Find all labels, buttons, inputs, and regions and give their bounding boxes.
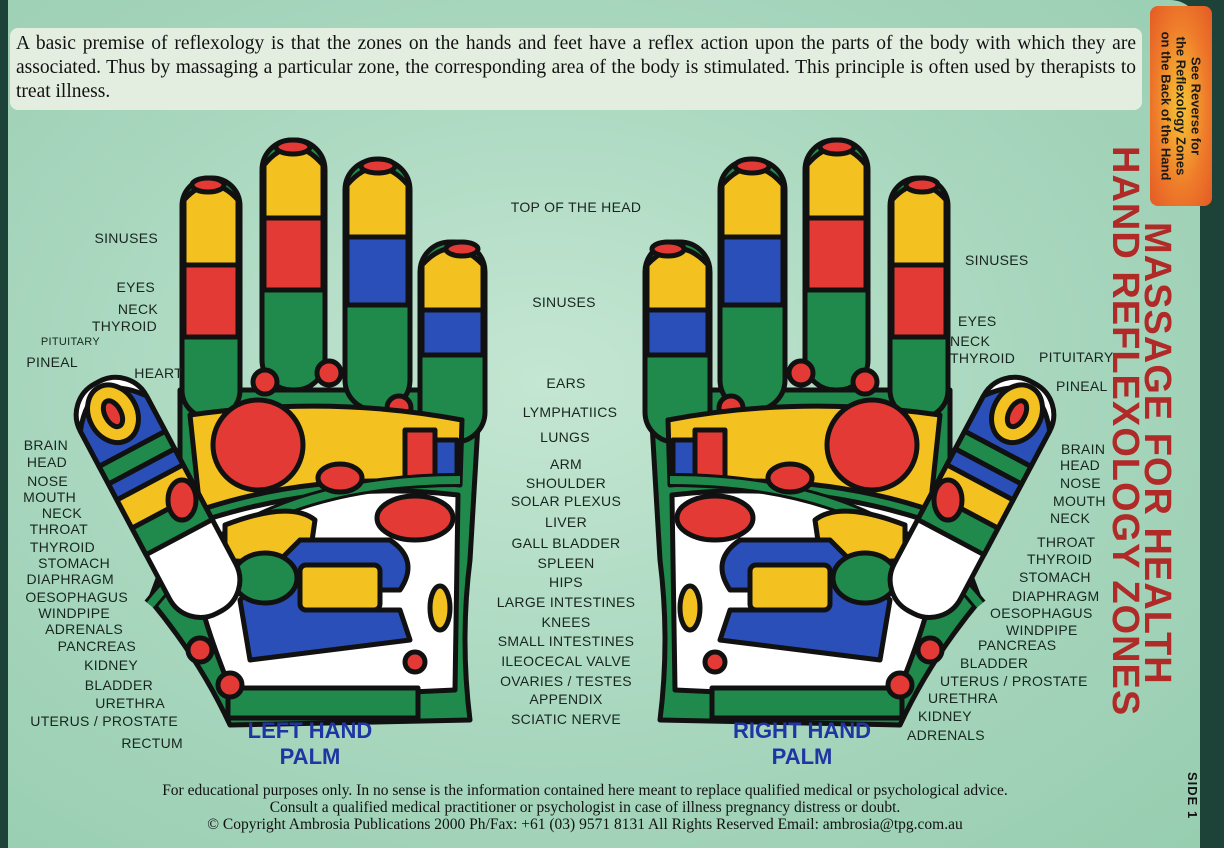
left-zone-label: HEART — [134, 365, 183, 381]
caption-line: LEFT HAND — [247, 718, 373, 743]
left-zone-label: ADRENALS — [45, 621, 123, 637]
center-zone-label: LARGE INTESTINES — [496, 594, 636, 610]
left-zone-label: MOUTH — [23, 489, 76, 505]
right-zone-label: KIDNEY — [918, 708, 972, 724]
right-zone-label: BLADDER — [960, 655, 1029, 671]
right-zone-label: NECK — [950, 333, 991, 349]
right-zone-label: NOSE — [1060, 475, 1101, 491]
left-zone-label: URETHRA — [95, 695, 165, 711]
left-zone-label: EYES — [116, 279, 155, 295]
footer-disclaimer: For educational purposes only. In no sen… — [40, 782, 1130, 833]
right-zone-label: STOMACH — [1019, 569, 1091, 585]
left-zone-label: THROAT — [29, 521, 88, 537]
center-zone-label: EARS — [546, 375, 586, 391]
left-zone-label: HEAD — [26, 454, 67, 470]
center-zone-label: SPLEEN — [537, 555, 595, 571]
right-zone-label: URETHRA — [928, 690, 998, 706]
right-zone-label: HEAD — [1060, 457, 1101, 473]
left-zone-label: NECK — [117, 301, 158, 317]
right-zone-label: PITUITARY — [1039, 349, 1114, 365]
left-zone-label: UTERUS / PROSTATE — [30, 713, 178, 729]
footer-line: Consult a qualified medical practitioner… — [269, 799, 901, 816]
footer-line: © Copyright Ambrosia Publications 2000 P… — [207, 816, 963, 833]
left-zone-label: THYROID — [29, 539, 95, 555]
right-zone-label: UTERUS / PROSTATE — [940, 673, 1088, 689]
right-zone-label: THROAT — [1037, 534, 1096, 550]
center-zone-label: ARM — [549, 456, 583, 472]
left-zone-label: PINEAL — [26, 354, 78, 370]
reverse-side-note: See Reverse for the Reflexology Zones on… — [1150, 6, 1212, 206]
right-zone-label: THYROID — [950, 350, 1016, 366]
left-zone-label: SINUSES — [94, 230, 158, 246]
center-zone-label: SOLAR PLEXUS — [510, 493, 622, 509]
right-zone-label: WINDPIPE — [1006, 622, 1078, 638]
left-zone-label: OESOPHAGUS — [25, 589, 128, 605]
center-zone-label: KNEES — [541, 614, 591, 630]
left-zone-label: PANCREAS — [57, 638, 136, 654]
left-zone-label: BRAIN — [23, 437, 68, 453]
left-zone-label: WINDPIPE — [38, 605, 110, 621]
center-zone-label: LYMPHATIICS — [522, 404, 618, 420]
right-zone-label: THYROID — [1027, 551, 1093, 567]
center-zone-label: LUNGS — [540, 429, 590, 445]
center-zone-label: SINUSES — [532, 294, 596, 310]
caption-line: PALM — [771, 744, 833, 769]
left-zone-label: NOSE — [27, 473, 68, 489]
center-zone-label: LIVER — [545, 514, 587, 530]
right-zone-label: ADRENALS — [907, 727, 985, 743]
center-zone-label: ILEOCECAL VALVE — [501, 653, 631, 669]
left-zone-label: RECTUM — [121, 735, 183, 751]
center-zone-label: OVARIES / TESTES — [500, 673, 632, 689]
caption-line: RIGHT HAND — [732, 718, 872, 743]
left-zone-label: DIAPHRAGM — [26, 571, 114, 587]
right-zone-label: DIAPHRAGM — [1012, 588, 1100, 604]
left-zone-label: KIDNEY — [84, 657, 138, 673]
footer-line: For educational purposes only. In no sen… — [162, 782, 1008, 799]
right-zone-label: BRAIN — [1061, 441, 1106, 457]
center-zone-label: SHOULDER — [525, 475, 607, 491]
right-zone-label: EYES — [958, 313, 997, 329]
left-zone-label: THYROID — [91, 318, 157, 334]
left-zone-label: STOMACH — [38, 555, 110, 571]
right-zone-label: NECK — [1050, 510, 1091, 526]
right-zone-label: OESOPHAGUS — [990, 605, 1093, 621]
right-zone-label: PANCREAS — [978, 637, 1057, 653]
caption-line: PALM — [279, 744, 341, 769]
left-zone-label: NECK — [41, 505, 82, 521]
left-zone-label: PITUITARY — [40, 336, 100, 348]
center-zone-label: APPENDIX — [529, 691, 603, 707]
center-zone-label: SMALL INTESTINES — [497, 633, 635, 649]
right-zone-label: PINEAL — [1056, 378, 1108, 394]
center-zone-label: TOP OF THE HEAD — [510, 199, 642, 215]
center-zone-label: HIPS — [549, 574, 583, 590]
right-zone-label: MOUTH — [1053, 493, 1106, 509]
center-zone-label: GALL BLADDER — [511, 535, 621, 551]
right-zone-label: SINUSES — [965, 252, 1029, 268]
center-zone-label: SCIATIC NERVE — [511, 711, 621, 727]
left-zone-label: BLADDER — [84, 677, 153, 693]
intro-text: A basic premise of reflexology is that t… — [10, 28, 1142, 110]
